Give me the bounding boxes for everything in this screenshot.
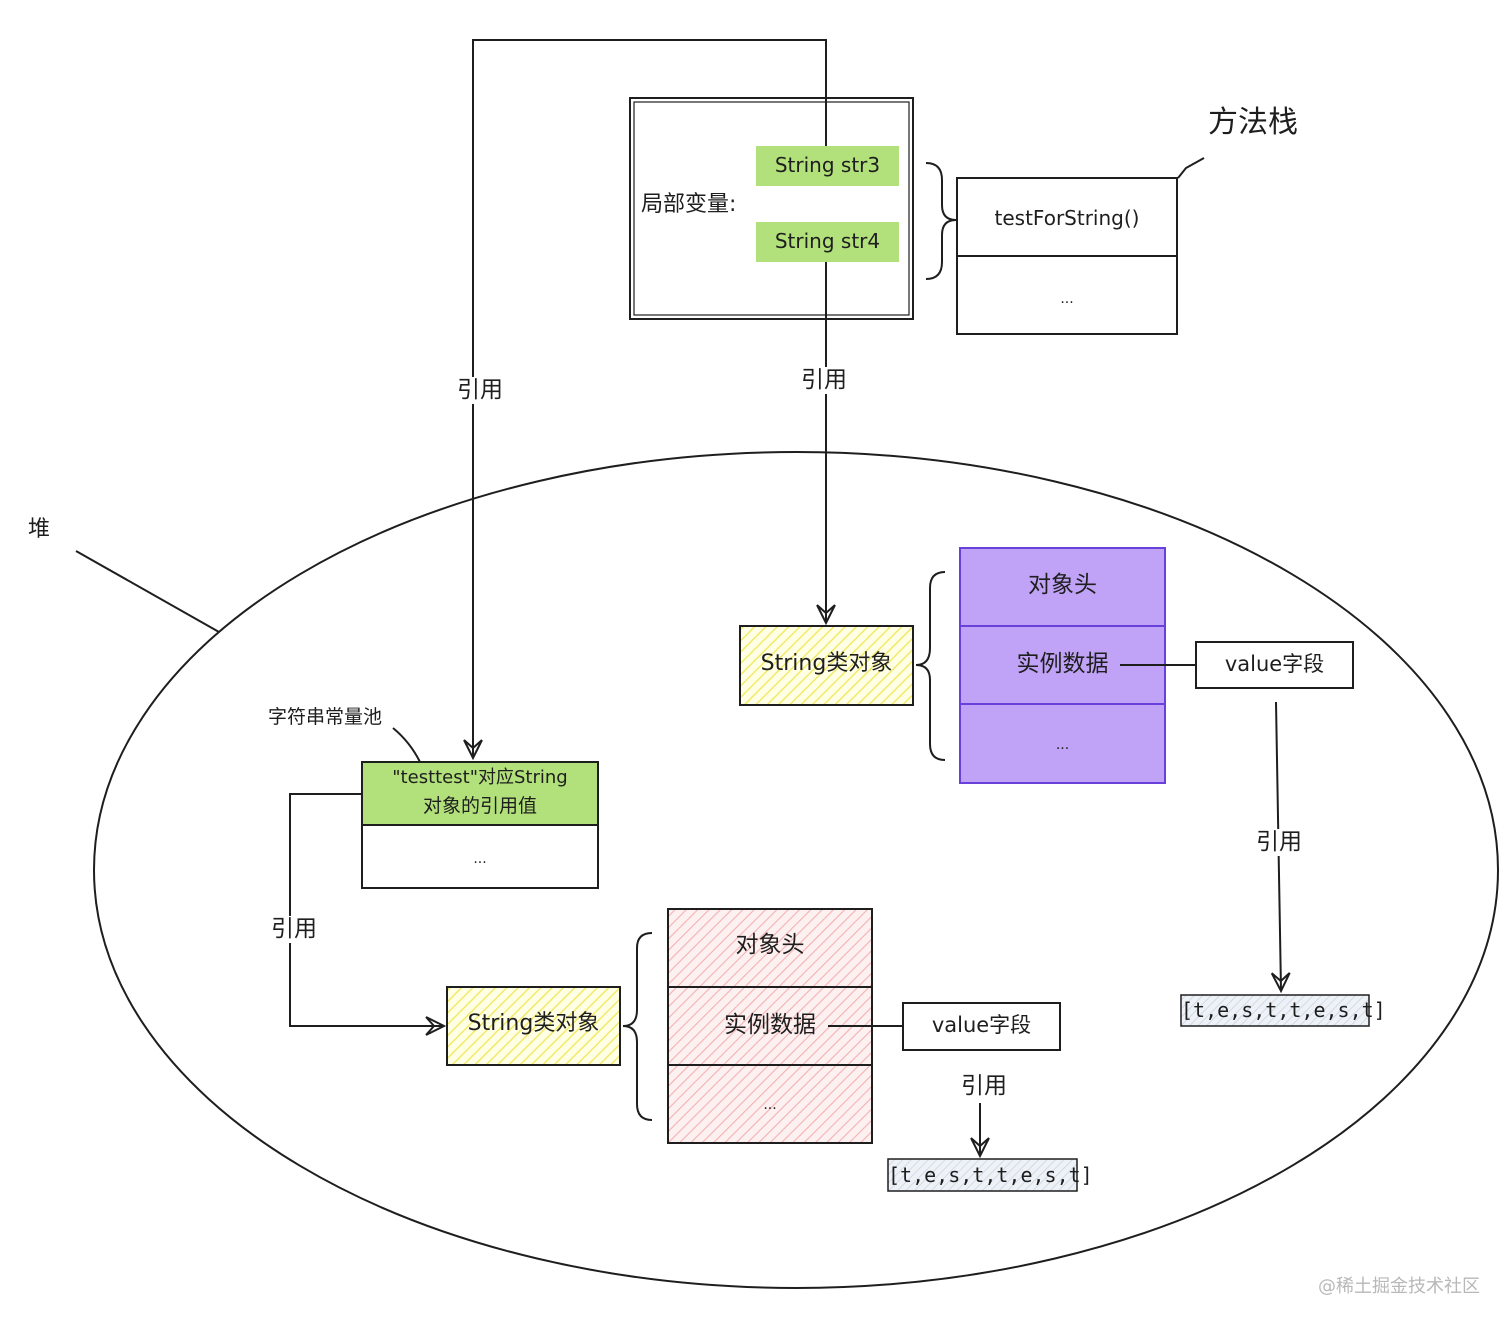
stack-brace (925, 162, 957, 280)
object-instance-bottom: 实例数据 (724, 1012, 816, 1038)
ref-label-pool: 引用 (270, 916, 318, 943)
ref-label-center: 引用 (800, 367, 848, 394)
ref-label-right: 引用 (1255, 829, 1303, 856)
var-str4-label: String str4 (774, 229, 881, 253)
pool-entry-line2: 对象的引用值 (422, 795, 537, 817)
heap-ellipse (93, 451, 1499, 1289)
string-object-top-label: String类对象 (760, 651, 893, 676)
heap-title: 堆 (28, 517, 51, 542)
object-header-bottom: 对象头 (735, 932, 805, 958)
pool-more: ... (473, 851, 487, 867)
object-instance-top: 实例数据 (1016, 651, 1109, 677)
object-brace-top (915, 571, 946, 761)
pool-entry-highlight (363, 763, 597, 825)
stack-title-pointer (1177, 157, 1205, 179)
pool-entry-line1: "testtest"对应String (392, 767, 568, 788)
char-array-bottom-box (887, 1158, 1078, 1192)
method-stack-title: 方法栈 (1208, 105, 1298, 140)
pool-label-pointer (392, 727, 421, 763)
object-brace-bottom (622, 932, 653, 1121)
char-array-top-box (1180, 994, 1370, 1027)
object-more-top: ... (1055, 737, 1070, 753)
ref-label-value-bottom: 引用 (960, 1073, 1008, 1100)
local-vars-label: 局部变量: (641, 192, 737, 217)
string-object-top (739, 625, 914, 706)
string-pool-label: 字符串常量池 (268, 706, 383, 728)
var-str3-highlight (756, 146, 899, 186)
var-str3-label: String str3 (774, 153, 881, 177)
local-vars-box (629, 97, 914, 320)
char-array-bottom: [t,e,s,t,t,e,s,t] (888, 1163, 1093, 1187)
ref-label-left: 引用 (456, 377, 504, 404)
watermark: @稀土掘金技术社区 (1318, 1276, 1480, 1297)
value-field-bottom-box (902, 1002, 1061, 1051)
value-field-top: value字段 (1224, 652, 1325, 676)
stack-frame-label: testForString() (994, 206, 1140, 230)
heap-pointer-line (75, 550, 220, 633)
value-field-bottom: value字段 (931, 1013, 1032, 1037)
string-object-bottom-label: String类对象 (467, 1011, 600, 1036)
value-field-top-box (1195, 641, 1354, 689)
stack-frame-more: ... (1060, 291, 1074, 307)
char-array-top: [t,e,s,t,t,e,s,t] (1181, 998, 1386, 1022)
ref-path-pool (289, 793, 443, 1026)
object-header-top: 对象头 (1028, 572, 1097, 598)
string-object-bottom (446, 986, 621, 1066)
var-str4-highlight (756, 222, 899, 262)
object-more-bottom: ... (763, 1097, 777, 1113)
